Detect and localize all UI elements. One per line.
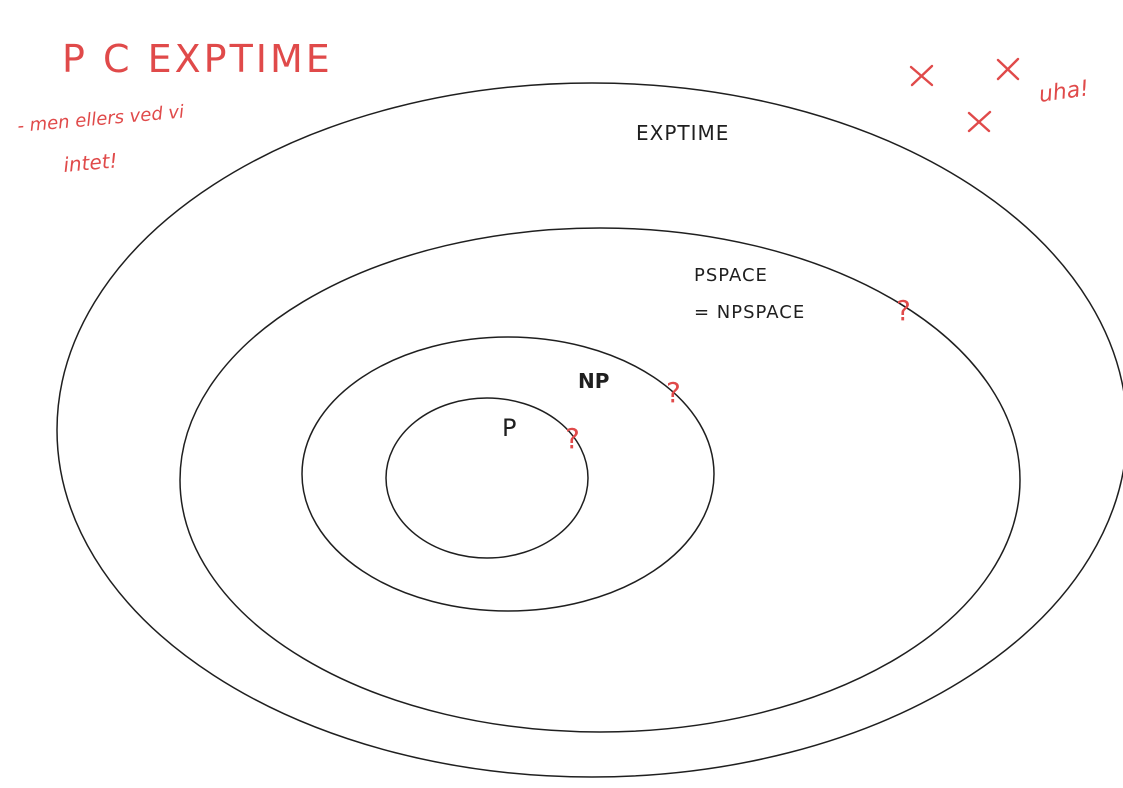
note-line-2: intet! <box>62 148 118 177</box>
note-line-1: - men ellers ved vi <box>17 101 185 136</box>
cross-icon <box>909 64 934 87</box>
exclaim-annotation: uha! <box>1037 76 1090 108</box>
np-ellipse <box>301 336 715 612</box>
cross-icon <box>967 110 992 133</box>
title-annotation: P C EXPTIME <box>62 37 333 81</box>
cross-icon <box>996 57 1020 81</box>
pspace-ellipse <box>179 227 1021 733</box>
p-label: P <box>502 414 516 442</box>
p-question-mark: ? <box>565 422 580 455</box>
pspace-label-line-1: PSPACE <box>694 265 768 286</box>
pspace-label-line-2: = NPSPACE <box>694 302 805 323</box>
p-ellipse <box>385 397 589 559</box>
np-question-mark: ? <box>666 376 681 409</box>
exptime-ellipse <box>56 82 1123 778</box>
pspace-question-mark: ? <box>896 294 911 327</box>
np-label: NP <box>578 369 609 393</box>
exptime-label: EXPTIME <box>636 121 729 145</box>
